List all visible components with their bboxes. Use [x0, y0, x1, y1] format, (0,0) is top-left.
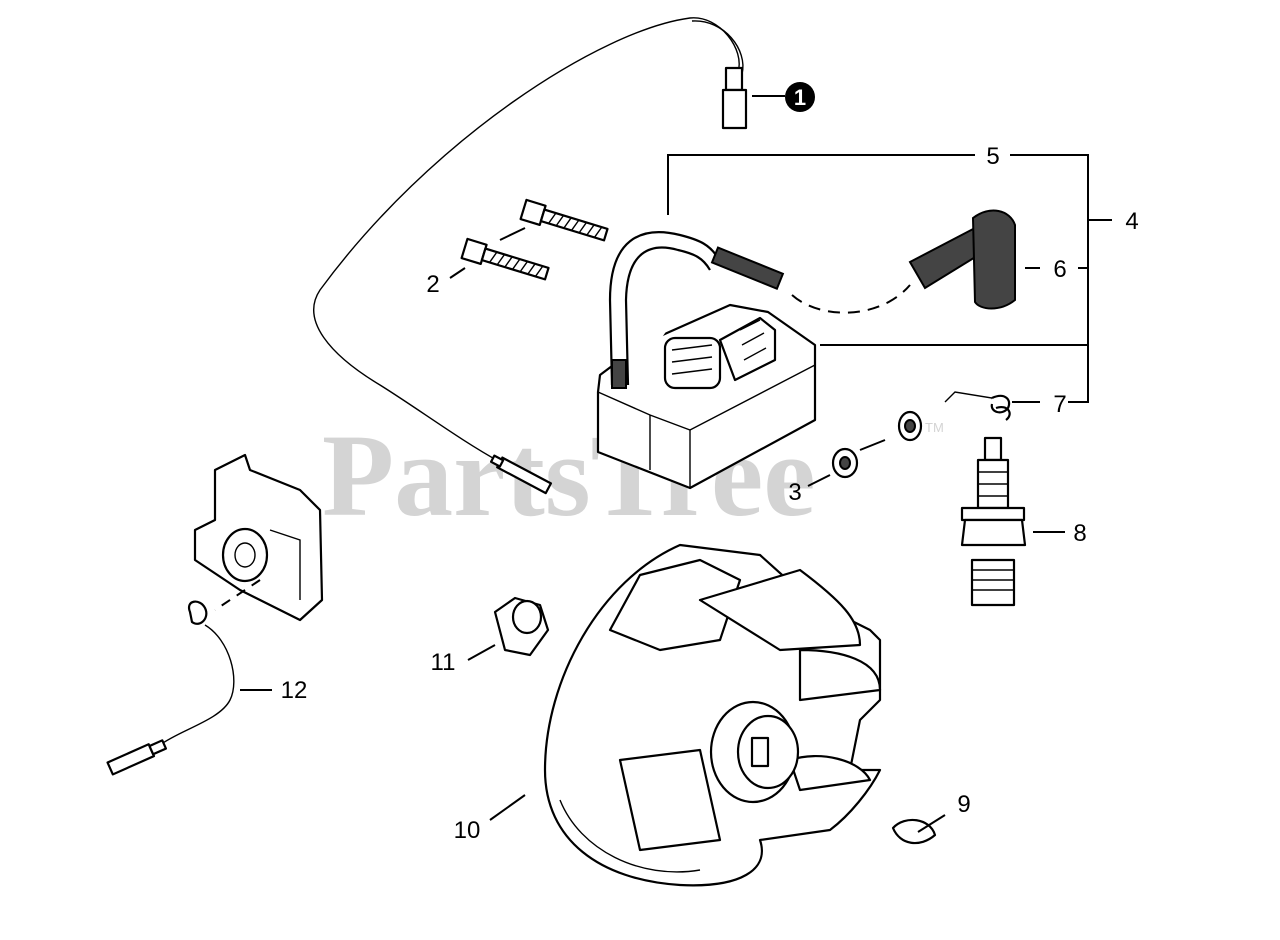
- part-12-ground-wire-bracket[interactable]: [106, 453, 324, 776]
- callout-10-label[interactable]: 10: [454, 817, 481, 844]
- watermark-trademark: TM: [925, 420, 944, 435]
- callout-7-label[interactable]: 7: [1053, 391, 1066, 418]
- callout-12-label[interactable]: 12: [281, 677, 308, 704]
- part-9-key[interactable]: [891, 818, 937, 845]
- part-6-plug-cap[interactable]: [908, 209, 1016, 310]
- callout-3-label[interactable]: 3: [788, 479, 801, 506]
- leader-lines: [240, 95, 1112, 833]
- part-7-spring[interactable]: [944, 391, 1011, 421]
- part-8-spark-plug[interactable]: [960, 436, 1027, 607]
- callout-9-label[interactable]: 9: [957, 791, 970, 818]
- callout-6-label[interactable]: 6: [1053, 256, 1066, 283]
- callout-1-label: 1: [794, 85, 806, 110]
- part-2-bolts[interactable]: [460, 198, 609, 283]
- callout-11-label[interactable]: 11: [431, 649, 456, 676]
- part-1-stop-wire[interactable]: [313, 17, 748, 495]
- part-10-flywheel[interactable]: [543, 543, 882, 887]
- callout-1[interactable]: 1: [785, 82, 815, 112]
- callout-2-label[interactable]: 2: [426, 271, 439, 298]
- part-5-ignition-coil[interactable]: [596, 231, 911, 490]
- callout-4-label[interactable]: 4: [1125, 208, 1138, 235]
- callout-8-label[interactable]: 8: [1073, 520, 1086, 547]
- callout-5-label[interactable]: 5: [986, 143, 999, 170]
- part-11-nut[interactable]: [493, 596, 550, 657]
- part-3-spacers[interactable]: [831, 410, 923, 479]
